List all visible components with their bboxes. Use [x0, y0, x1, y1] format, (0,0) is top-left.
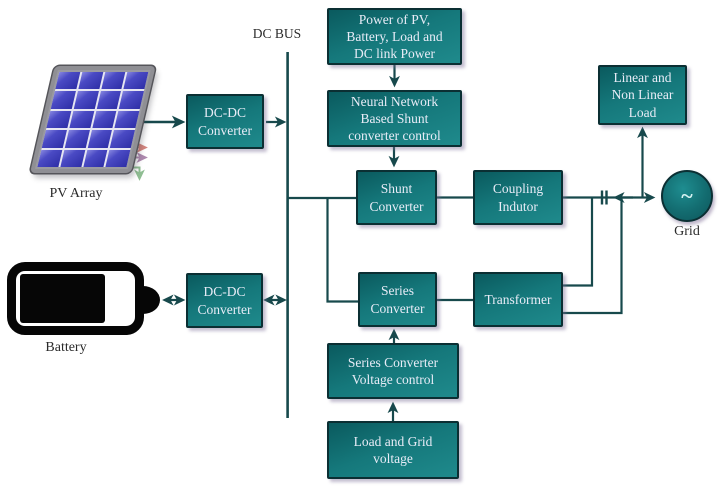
pv-cell — [87, 130, 113, 148]
pv-cell — [96, 91, 122, 109]
wire-transformer-lower-tap — [563, 198, 623, 315]
wire-line-break-tick — [600, 190, 608, 205]
pv-cell — [110, 130, 135, 148]
battery-icon — [7, 262, 144, 335]
pv-cell — [78, 72, 103, 90]
battery-terminal-icon — [143, 286, 160, 314]
series-voltage-control-box: Series Converter Voltage control — [327, 343, 459, 399]
grid-label: Grid — [674, 224, 700, 239]
wire-branch-to-series — [326, 198, 358, 303]
pv-array-label: PV Array — [49, 186, 103, 201]
dc-bus-label: DC BUS — [252, 26, 302, 41]
pv-cell — [82, 149, 108, 167]
pv-cell — [69, 110, 94, 129]
grid-ac-symbol: ~ — [681, 183, 693, 208]
battery-charge-level — [20, 274, 105, 323]
pv-cell — [91, 110, 117, 129]
pv-dcdc-converter-box: DC-DC Converter — [186, 94, 264, 149]
battery-label: Battery — [45, 340, 87, 355]
pv-cell — [55, 72, 81, 90]
pv-cell — [105, 149, 131, 167]
transformer-box: Transformer — [473, 272, 563, 327]
pv-cell — [46, 110, 72, 129]
coupling-inductor-box: Coupling Indutor — [473, 170, 563, 225]
battery-dcdc-converter-box: DC-DC Converter — [186, 273, 263, 328]
wire-transformer-upper-tap — [563, 198, 594, 287]
pv-cell — [114, 110, 140, 129]
grid-source-icon: ~ — [661, 170, 713, 222]
pv-cell — [100, 72, 126, 90]
pv-cell — [123, 72, 149, 90]
pv-cell — [37, 149, 63, 167]
pv-cell — [50, 91, 76, 109]
linear-nonlinear-load-box: Linear and Non Linear Load — [598, 65, 687, 125]
neural-network-control-box: Neural Network Based Shunt converter con… — [327, 90, 462, 147]
series-converter-box: Series Converter — [358, 272, 437, 327]
pv-cell — [73, 91, 99, 109]
pv-cell — [41, 130, 67, 148]
load-grid-voltage-box: Load and Grid voltage — [327, 421, 459, 479]
power-measurement-box: Power of PV, Battery, Load and DC link P… — [327, 8, 462, 65]
pv-cell-grid — [37, 72, 149, 167]
shunt-converter-box: Shunt Converter — [356, 170, 437, 225]
pv-cell — [119, 91, 144, 109]
pv-cell — [64, 130, 90, 148]
pv-cell — [60, 149, 85, 167]
